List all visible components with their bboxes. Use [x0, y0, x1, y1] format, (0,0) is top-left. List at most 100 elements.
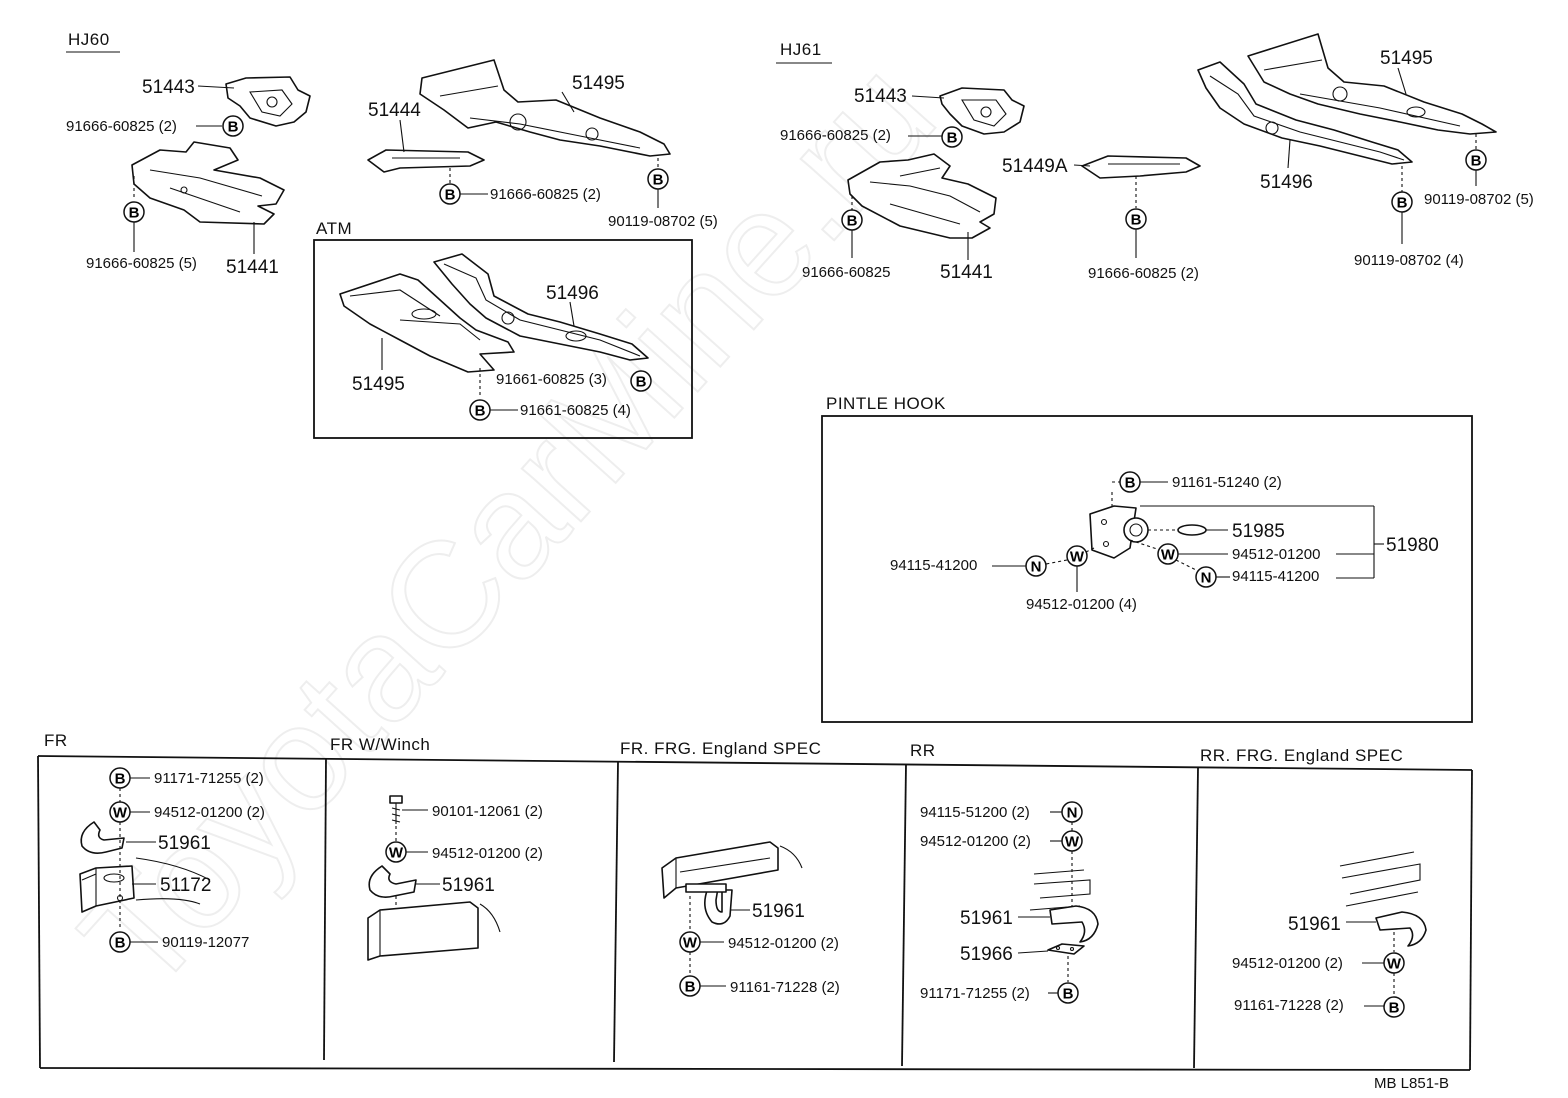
svg-text:W: W — [683, 935, 698, 952]
svg-text:B: B — [475, 403, 486, 420]
bolt-symbol-icon: B — [1119, 471, 1141, 493]
label-94115-41200-r: 94115-41200 — [1232, 568, 1319, 585]
label-94512-01200-2-fr: 94512-01200 (2) — [154, 804, 265, 821]
nut-symbol-icon: N — [1195, 566, 1217, 588]
part-51985-pin — [1177, 524, 1207, 536]
svg-text:N: N — [1067, 805, 1078, 822]
label-51444: 51444 — [368, 100, 421, 121]
svg-text:W: W — [1070, 549, 1085, 566]
label-51495: 51495 — [572, 73, 625, 94]
part-frame-rail-rr — [1029, 869, 1091, 911]
label-94512-01200-2-rr: 94512-01200 (2) — [920, 833, 1031, 850]
label-51961-rr: 51961 — [960, 908, 1013, 929]
label-51496-hj61: 51496 — [1260, 172, 1313, 193]
nut-symbol-icon: N — [1025, 555, 1047, 577]
svg-text:B: B — [1131, 212, 1142, 229]
bolt-symbol-icon: B — [439, 183, 461, 205]
svg-text:B: B — [847, 213, 858, 230]
section-rr-frg-title: RR. FRG. England SPEC — [1200, 746, 1403, 765]
bolt-symbol-icon: B — [1465, 149, 1487, 171]
label-91661-60825-4: 91661-60825 (4) — [520, 402, 631, 419]
label-90119-08702-4: 90119-08702 (4) — [1354, 252, 1464, 269]
label-91666-60825-hj61: 91666-60825 — [802, 264, 890, 281]
part-51961-tow-hook-winch — [368, 865, 417, 898]
bolt-symbol-icon: B — [123, 201, 145, 223]
label-51495-hj61: 51495 — [1380, 48, 1433, 69]
label-51961-frg: 51961 — [752, 901, 805, 922]
svg-text:B: B — [228, 119, 239, 136]
label-51172: 51172 — [160, 875, 211, 896]
label-91171-71255-2-rr: 91171-71255 (2) — [920, 985, 1030, 1002]
label-94512-01200: 94512-01200 — [1232, 546, 1320, 563]
label-51961-fr: 51961 — [158, 833, 211, 854]
svg-text:B: B — [445, 187, 456, 204]
label-51495-atm: 51495 — [352, 374, 405, 395]
pintle-hook-box — [821, 415, 1473, 723]
svg-text:B: B — [115, 935, 126, 952]
washer-symbol-icon: W — [679, 931, 701, 953]
section-atm-title: ATM — [316, 219, 352, 238]
svg-text:B: B — [653, 172, 664, 189]
part-51441-engine-undercover — [131, 141, 285, 225]
part-51966-plate — [1047, 943, 1085, 955]
section-fr-frg-title: FR. FRG. England SPEC — [620, 739, 821, 758]
section-hj61-title: HJ61 — [780, 40, 822, 59]
svg-text:B: B — [129, 205, 140, 222]
svg-text:B: B — [636, 374, 647, 391]
label-51443: 51443 — [142, 77, 195, 98]
section-rr-title: RR — [910, 741, 936, 760]
part-51449a-bracket — [1081, 155, 1201, 179]
label-51449a: 51449A — [1002, 156, 1068, 177]
washer-symbol-icon: W — [1066, 545, 1088, 567]
part-51496-atm-crossmember — [433, 253, 649, 361]
footer-code: MB L851-B — [1374, 1075, 1449, 1092]
label-94512-01200-2-winch: 94512-01200 (2) — [432, 845, 543, 862]
part-51441-undercover-hj61 — [847, 153, 997, 239]
section-fr-title: FR — [44, 731, 68, 750]
svg-text:N: N — [1201, 570, 1212, 587]
label-51980: 51980 — [1386, 535, 1439, 556]
bolt-symbol-icon: B — [1383, 996, 1405, 1018]
label-51441-hj61: 51441 — [940, 262, 993, 283]
label-51985: 51985 — [1232, 521, 1285, 542]
label-91666-60825-2: 91666-60825 (2) — [66, 118, 177, 135]
part-51495-atm-skid-plate — [339, 273, 515, 373]
label-91161-51240-2: 91161-51240 (2) — [1172, 474, 1282, 491]
label-90119-08702-5: 90119-08702 (5) — [608, 213, 718, 230]
label-91666-60825-5: 91666-60825 (5) — [86, 255, 197, 272]
svg-text:W: W — [1387, 956, 1402, 973]
label-91666-60825-2-hj61: 91666-60825 (2) — [780, 127, 891, 144]
washer-symbol-icon: W — [1061, 830, 1083, 852]
part-51961-tow-hook-fr — [80, 821, 125, 854]
label-94115-41200-l: 94115-41200 — [890, 557, 977, 574]
svg-text:W: W — [1161, 547, 1176, 564]
section-fr-winch-title: FR W/Winch — [330, 735, 430, 754]
part-51495-skid-plate-hj61 — [1247, 33, 1497, 135]
bolt-symbol-icon: B — [469, 399, 491, 421]
label-91661-60825-3: 91661-60825 (3) — [496, 371, 607, 388]
label-90119-08702-5-hj61: 90119-08702 (5) — [1424, 191, 1534, 208]
svg-text:W: W — [389, 845, 404, 862]
section-pintle-hook-title: PINTLE HOOK — [826, 394, 946, 413]
part-frame-rail-winch — [367, 901, 501, 961]
bolt-symbol-icon: B — [630, 370, 652, 392]
nut-symbol-icon: N — [1061, 801, 1083, 823]
part-51961-tow-hook-rr — [1049, 905, 1099, 943]
label-51496-atm: 51496 — [546, 283, 599, 304]
label-51966: 51966 — [960, 944, 1013, 965]
bolt-symbol-icon: B — [1391, 191, 1413, 213]
svg-text:B: B — [1471, 153, 1482, 170]
bolt-symbol-icon: B — [1125, 208, 1147, 230]
bolt-symbol-icon: B — [841, 209, 863, 231]
label-94512-01200-2-rr-frg: 94512-01200 (2) — [1232, 955, 1343, 972]
label-91666-60825-2-hj61b: 91666-60825 (2) — [1088, 265, 1199, 282]
svg-text:W: W — [1065, 834, 1080, 851]
label-91666-60825-2b: 91666-60825 (2) — [490, 186, 601, 203]
svg-text:B: B — [1125, 475, 1136, 492]
svg-text:W: W — [113, 805, 128, 822]
bolt-symbol-icon: B — [109, 931, 131, 953]
part-51495-skid-plate — [419, 59, 671, 157]
part-frame-rail-rr-frg — [1339, 851, 1421, 907]
svg-text:N: N — [1031, 559, 1042, 576]
